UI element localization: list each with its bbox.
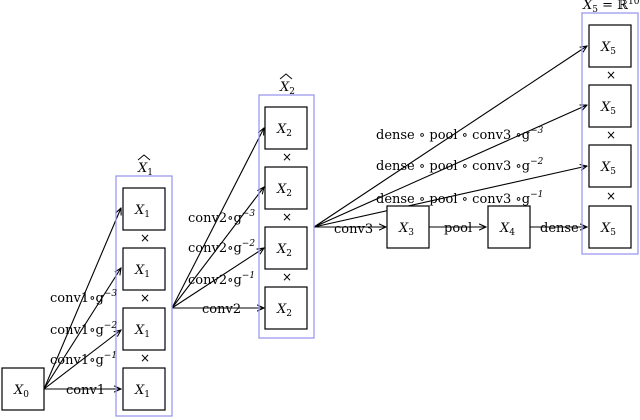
- label-conv3: conv3: [334, 222, 373, 237]
- svg-text:X1: X1: [134, 263, 150, 280]
- svg-text:X1: X1: [134, 203, 150, 220]
- label-conv2: conv2: [202, 302, 241, 317]
- edge-g1-g2-3: [171, 128, 264, 309]
- svg-text:X3: X3: [398, 221, 414, 238]
- label-dpc-g-1: dense ∘ pool ∘ conv3 ∘g−1: [376, 190, 543, 207]
- node-x4: X4: [487, 205, 531, 249]
- svg-text:X0: X0: [13, 383, 29, 400]
- svg-text:X5: X5: [600, 160, 616, 177]
- node-g1-1: X1: [122, 247, 166, 291]
- svg-text:X2: X2: [276, 242, 292, 259]
- edge-g2-g5-1: [313, 166, 587, 228]
- edge-x0-g1-3: [43, 208, 121, 390]
- node-x0: X0: [1, 367, 45, 411]
- svg-text:X1: X1: [137, 161, 153, 178]
- group2-title: X2: [279, 73, 295, 97]
- label-dpc-g-3: dense ∘ pool ∘ conv3 ∘g−3: [376, 126, 544, 143]
- svg-text:X1: X1: [134, 323, 150, 340]
- group1-title: X1: [137, 154, 153, 178]
- times-g5-2: ×: [606, 189, 616, 203]
- node-g1-3: X1: [122, 367, 166, 411]
- times-g2-0: ×: [282, 150, 292, 164]
- node-g2-3: X2: [264, 286, 308, 330]
- edge-g1-g2-1: [171, 248, 264, 309]
- group2-container: [258, 94, 315, 339]
- label-dense: dense: [540, 221, 579, 236]
- svg-text:X5: X5: [600, 100, 616, 117]
- svg-text:X1: X1: [134, 383, 150, 400]
- node-g2-1: X2: [264, 166, 308, 210]
- label-pool: pool: [444, 221, 472, 236]
- svg-text:X2: X2: [279, 80, 295, 97]
- label-conv1-g-2: conv1∘g−2: [50, 321, 117, 338]
- edge-g2-g5-3: [313, 46, 587, 228]
- times-g1-1: ×: [140, 291, 150, 305]
- label-conv1-g-1: conv1∘g−1: [50, 351, 117, 368]
- node-g5-1: X5: [588, 84, 632, 128]
- svg-text:X4: X4: [499, 221, 515, 238]
- times-g1-0: ×: [140, 231, 150, 245]
- times-g5-1: ×: [606, 128, 616, 142]
- times-g2-2: ×: [282, 270, 292, 284]
- node-g5-3: X5: [588, 205, 632, 249]
- group5-title: X5 = ℝ10: [582, 0, 640, 15]
- node-x3: X3: [386, 205, 430, 249]
- node-g5-2: X5: [588, 144, 632, 188]
- node-g2-0: X2: [264, 106, 308, 150]
- label-conv2-g-1: conv2∘g−1: [188, 271, 255, 288]
- edges: [43, 46, 587, 390]
- svg-text:X2: X2: [276, 302, 292, 319]
- times-g1-2: ×: [140, 351, 150, 365]
- edge-g2-g5-2: [313, 105, 587, 228]
- node-g1-2: X1: [122, 307, 166, 351]
- node-g1-0: X1: [122, 187, 166, 231]
- label-conv2-g-3: conv2∘g−3: [188, 209, 255, 226]
- edge-x0-g1-2: [43, 268, 121, 390]
- svg-text:X2: X2: [276, 122, 292, 139]
- label-conv2-g-2: conv2∘g−2: [188, 239, 255, 256]
- label-conv1: conv1: [66, 383, 105, 398]
- node-g2-2: X2: [264, 226, 308, 270]
- svg-text:X5: X5: [600, 221, 616, 238]
- group5-container: [581, 12, 639, 255]
- node-g5-0: X5: [588, 24, 632, 68]
- times-g2-1: ×: [282, 210, 292, 224]
- label-conv1-g-3: conv1∘g−3: [50, 289, 117, 306]
- edge-g1-g2-2: [171, 187, 264, 309]
- svg-text:X5 = ℝ10: X5 = ℝ10: [582, 0, 640, 15]
- group1-container: [115, 175, 173, 417]
- svg-text:X2: X2: [276, 182, 292, 199]
- edge-x0-g1-1: [43, 330, 121, 390]
- svg-text:X5: X5: [600, 40, 616, 57]
- label-dpc-g-2: dense ∘ pool ∘ conv3 ∘g−2: [376, 157, 544, 174]
- times-g5-0: ×: [606, 68, 616, 82]
